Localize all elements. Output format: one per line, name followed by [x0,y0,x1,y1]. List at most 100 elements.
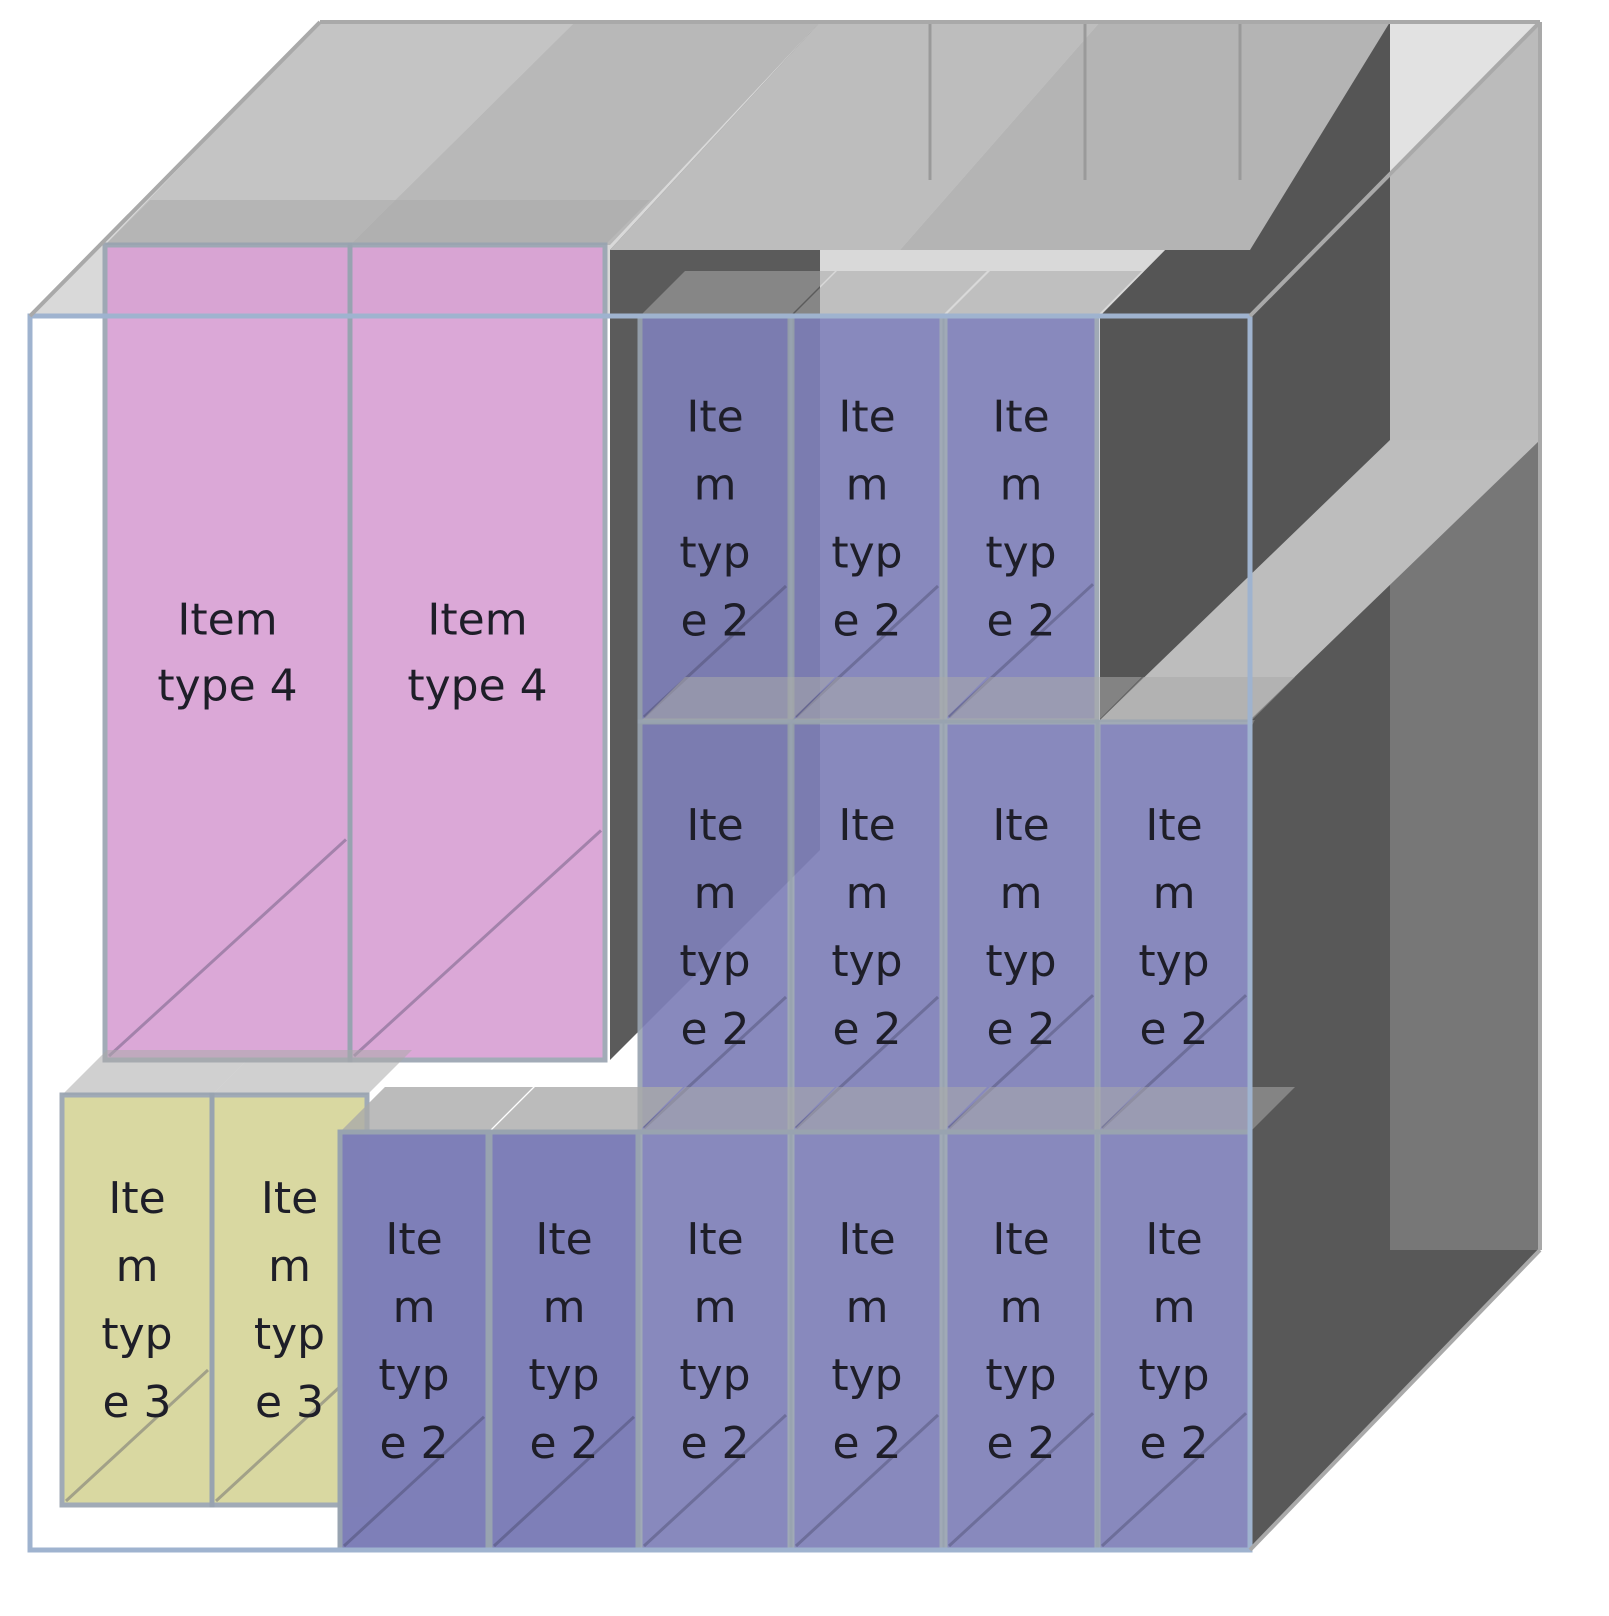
box-edge-line [642,1413,788,1548]
box-edge-line [352,829,603,1058]
box-top-face [1098,1087,1295,1132]
item-label-line: e 2 [680,1418,749,1469]
item-label-line: Ite [838,392,895,443]
box-top-face [212,1050,412,1095]
box-top-face [792,677,987,722]
item-label-line: typ [831,936,902,987]
item-label-line: typ [985,1350,1056,1401]
item-label-line: Ite [108,1173,165,1224]
item-label-line: typ [1138,936,1209,987]
box-top-face [490,1087,683,1132]
item-box-type4: Item type 4 [347,200,650,1063]
item-label-line: typ [831,1350,902,1401]
item-label-line: e 3 [255,1377,324,1428]
item-label-line: m [1153,868,1196,919]
box-front-face [102,242,353,1063]
item-label-line: m [694,868,737,919]
box-top-face [792,1087,987,1132]
item-label-line: type 4 [407,661,547,712]
item-label-line: e 2 [379,1418,448,1469]
item-label-line: Ite [992,800,1049,851]
item-box-type3: Ite m typ e 3 [59,1050,257,1508]
box-edge-line [1100,1412,1248,1548]
item-label-line: m [116,1241,159,1292]
item-label-line: typ [985,528,1056,579]
item-label-line: m [694,460,737,511]
item-label-line: Ite [686,392,743,443]
item-label-line: typ [378,1350,449,1401]
item-label-line: type 4 [157,661,297,712]
box-top-face [340,1087,533,1132]
box-front-face [637,313,793,724]
item-label-line: m [1000,1282,1043,1333]
box-front-face [347,242,608,1063]
box-front-face [789,313,945,724]
item-label-line: Ite [385,1214,442,1265]
box-front-face [942,313,1100,724]
item-label-line: e 2 [1139,1004,1208,1055]
item-label-line: m [846,460,889,511]
item-label-line: e 2 [1139,1418,1208,1469]
item-box-type2: Ite m typ e 2 [942,1087,1142,1553]
item-label-line: Ite [992,1214,1049,1265]
item-box-type2: Ite m typ e 2 [637,1087,835,1553]
item-box-type2: Ite m typ e 2 [1095,677,1295,1135]
item-label-line: Ite [686,800,743,851]
box-top-face [945,271,1142,316]
item-label-line: m [393,1282,436,1333]
item-label-line: typ [679,528,750,579]
item-label-line: Item [427,595,527,646]
box-edge-line [64,1368,210,1503]
item-box-type2: Ite m typ e 2 [789,1087,987,1553]
item-label-line: Ite [838,800,895,851]
item-label-line: typ [1138,1350,1209,1401]
item-label-line: Item [177,595,277,646]
box-edge-line [794,1413,940,1548]
item-label-line: Ite [686,1214,743,1265]
item-label-line: e 2 [986,596,1055,647]
box-top-face [945,677,1142,722]
item-label-line: e 2 [986,1418,1055,1469]
item-label-line: m [268,1241,311,1292]
item-label-line: Ite [1145,1214,1202,1265]
container-outline [27,20,1542,1553]
box-edge-line [947,1412,1095,1548]
box-front-face [789,719,945,1135]
item-label-line: typ [254,1309,325,1360]
box-front-face [1095,1129,1253,1553]
item-label-line: m [846,868,889,919]
item-label-line: m [694,1282,737,1333]
item-label-line: e 3 [102,1377,171,1428]
item-label-line: e 2 [529,1418,598,1469]
item-label-line: typ [101,1309,172,1360]
item-label-line: e 2 [680,1004,749,1055]
box-front-face [637,719,793,1135]
item-label-line: Ite [261,1173,318,1224]
box-top-face [640,677,835,722]
item-label-line: Ite [1145,800,1202,851]
box-top-face [105,200,395,245]
item-label-line: Ite [838,1214,895,1265]
item-label-line: typ [528,1350,599,1401]
box-edge-line [342,1415,486,1548]
item-label-line: typ [679,936,750,987]
item-label-line: e 2 [832,1004,901,1055]
item-label-line: typ [679,1350,750,1401]
box-front-face [1095,719,1253,1135]
box-top-face [640,1087,835,1132]
item-label-line: e 2 [832,1418,901,1469]
item-label-line: typ [831,528,902,579]
item-label-line: m [846,1282,889,1333]
item-label-line: m [543,1282,586,1333]
item-label-line: Ite [992,392,1049,443]
item-box-type2: Ite m typ e 2 [637,677,835,1135]
box-edge-line [107,838,348,1058]
item-label-line: m [1153,1282,1196,1333]
item-label-line: typ [985,936,1056,987]
box-top-face [792,271,987,316]
